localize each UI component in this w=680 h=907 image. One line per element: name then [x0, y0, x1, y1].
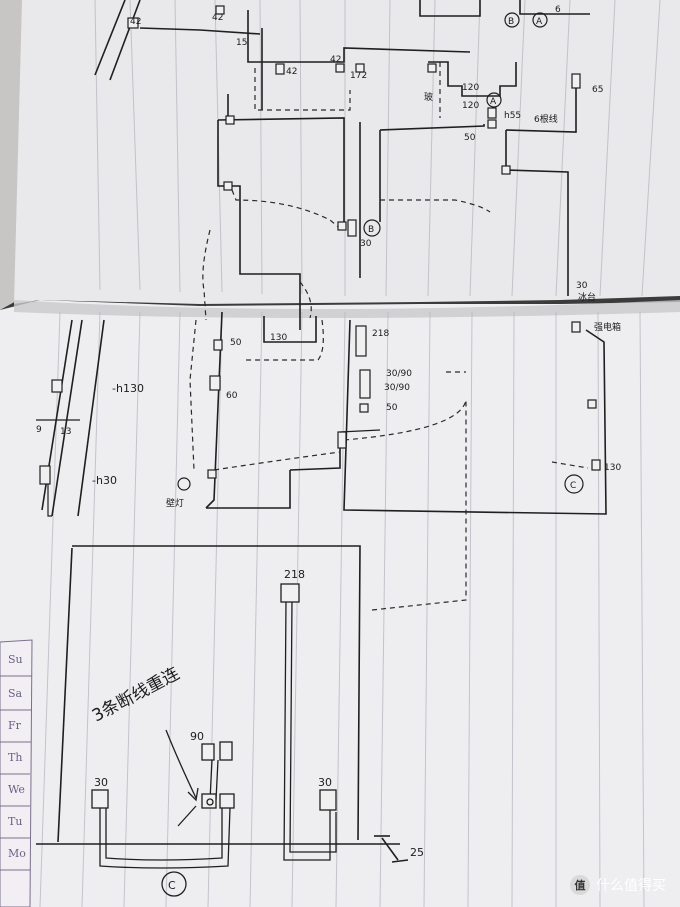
svg-text:A: A — [536, 17, 543, 27]
svg-text:壁灯: 壁灯 — [166, 497, 184, 509]
svg-text:Fr: Fr — [8, 719, 22, 732]
svg-text:120: 120 — [462, 83, 479, 93]
upper-circle-marks — [363, 12, 548, 237]
svg-text:42: 42 — [286, 67, 297, 77]
svg-text:冰台: 冰台 — [578, 291, 596, 303]
svg-text:30: 30 — [318, 776, 332, 789]
svg-text:30/90: 30/90 — [386, 369, 412, 379]
svg-text:Mo: Mo — [8, 847, 26, 860]
svg-text:h55: h55 — [504, 111, 521, 121]
svg-text:Th: Th — [8, 751, 22, 764]
middle-outlets — [39, 321, 601, 485]
svg-text:42: 42 — [212, 13, 223, 23]
svg-text:6根线: 6根线 — [534, 113, 558, 125]
watermark-text: 什么值得买 — [596, 878, 666, 894]
svg-text:-h130: -h130 — [112, 382, 144, 395]
svg-text:强电箱: 强电箱 — [594, 321, 621, 333]
svg-text:Su: Su — [8, 653, 23, 666]
middle-text: -h130 -h30 9 13 50 60 218 30/90 30/90 50… — [36, 321, 621, 509]
svg-text:B: B — [508, 17, 514, 27]
middle-marks — [36, 419, 584, 517]
upper-floorplan — [94, 0, 590, 300]
svg-text:-h30: -h30 — [92, 474, 117, 487]
site-watermark: 值 什么值得买 — [570, 875, 666, 895]
svg-text:218: 218 — [284, 568, 305, 581]
svg-text:30: 30 — [576, 281, 588, 291]
upper-wiring — [202, 62, 491, 321]
svg-text:B: B — [368, 225, 374, 235]
svg-text:25: 25 — [410, 846, 424, 859]
upper-outlets — [127, 5, 581, 237]
svg-text:65: 65 — [592, 85, 603, 95]
svg-text:130: 130 — [270, 333, 287, 343]
svg-text:50: 50 — [386, 403, 398, 413]
svg-text:玻: 玻 — [424, 91, 433, 103]
svg-text:90: 90 — [190, 730, 204, 743]
svg-text:120: 120 — [462, 101, 479, 111]
svg-text:60: 60 — [226, 391, 238, 401]
middle-wiring — [189, 319, 589, 611]
calendar-grid — [0, 675, 32, 871]
svg-text:218: 218 — [372, 329, 389, 339]
svg-text:We: We — [8, 783, 25, 796]
svg-text:15: 15 — [236, 38, 247, 48]
svg-text:172: 172 — [350, 71, 367, 81]
svg-text:C: C — [570, 481, 576, 491]
bottom-wiring — [99, 599, 337, 869]
watermark-logo: 值 — [570, 875, 590, 895]
svg-text:13: 13 — [60, 427, 71, 437]
upper-page — [14, 0, 680, 304]
svg-text:50: 50 — [230, 338, 242, 348]
svg-text:9: 9 — [36, 425, 42, 435]
svg-text:50: 50 — [464, 133, 476, 143]
upper-dimension-text: 42 42 15 42 42 172 6 65 120 120 h55 50 3… — [130, 5, 603, 303]
svg-text:42: 42 — [330, 55, 341, 65]
svg-text:Tu: Tu — [8, 815, 22, 828]
bottom-floorplan — [36, 545, 409, 863]
calendar-days: Su Sa Fr Th We Tu Mo — [8, 653, 26, 860]
svg-text:30: 30 — [360, 239, 372, 249]
bottom-marks — [161, 729, 214, 897]
svg-text:6: 6 — [555, 5, 561, 15]
svg-text:30: 30 — [94, 776, 108, 789]
svg-text:42: 42 — [130, 17, 141, 27]
lower-page — [0, 300, 680, 907]
svg-text:Sa: Sa — [8, 687, 23, 700]
svg-text:130: 130 — [604, 463, 621, 473]
svg-text:C: C — [168, 879, 176, 892]
svg-text:30/90: 30/90 — [384, 383, 410, 393]
svg-text:A: A — [490, 97, 497, 107]
